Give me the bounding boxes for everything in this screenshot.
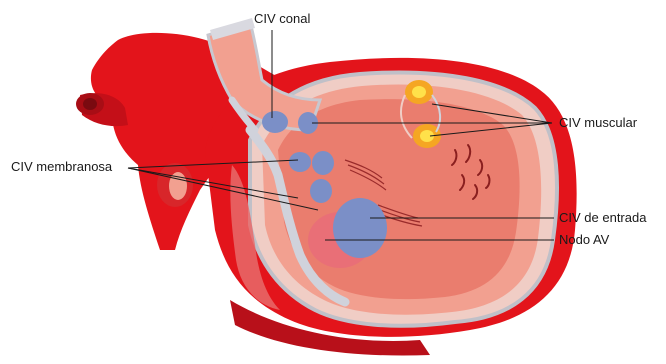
defect-membranous-1 bbox=[289, 152, 311, 172]
label-entrada: CIV de entrada bbox=[559, 210, 646, 225]
vessel-lumen bbox=[83, 98, 97, 110]
defect-inlet bbox=[333, 198, 387, 258]
defect-membranous-2 bbox=[312, 151, 334, 175]
label-membranosa: CIV membranosa bbox=[11, 159, 112, 174]
label-muscular: CIV muscular bbox=[559, 115, 637, 130]
defect-membranous-3 bbox=[310, 179, 332, 203]
label-conal: CIV conal bbox=[254, 11, 310, 26]
defect-conal-1 bbox=[262, 111, 288, 133]
label-nodo-av: Nodo AV bbox=[559, 232, 609, 247]
